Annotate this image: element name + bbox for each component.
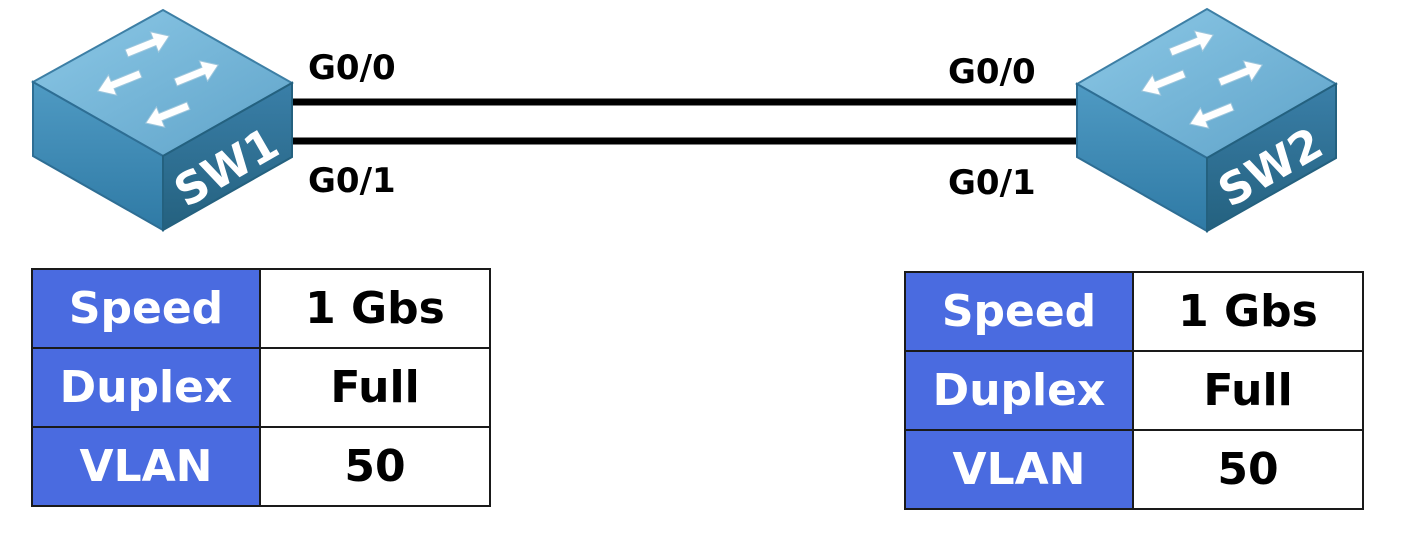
duplex-key-cell: Duplex [31,347,261,428]
duplex-value-cell: Full [259,347,491,428]
vlan-key-cell: VLAN [31,426,261,507]
vlan-value-cell: 50 [259,426,491,507]
sw1-port-g0-0-label: G0/0 [308,48,396,88]
vlan-value-cell: 50 [1132,429,1364,510]
duplex-value-cell: Full [1132,350,1364,431]
table-row: Duplex Full [904,350,1364,431]
switch-sw1-icon: SW1 [30,8,295,232]
speed-key-cell: Speed [31,268,261,349]
sw2-port-g0-1-label: G0/1 [948,163,1036,203]
duplex-key-cell: Duplex [904,350,1134,431]
sw2-properties-table: Speed 1 Gbs Duplex Full VLAN 50 [904,271,1364,510]
table-row: Duplex Full [31,347,491,428]
sw2-port-g0-0-label: G0/0 [948,52,1036,92]
switch-sw2-icon: SW2 [1074,7,1338,233]
speed-value-cell: 1 Gbs [1132,271,1364,352]
table-row: VLAN 50 [31,426,491,507]
speed-value-cell: 1 Gbs [259,268,491,349]
table-row: Speed 1 Gbs [904,271,1364,352]
table-row: Speed 1 Gbs [31,268,491,349]
sw1-port-g0-1-label: G0/1 [308,161,396,201]
table-row: VLAN 50 [904,429,1364,510]
sw1-properties-table: Speed 1 Gbs Duplex Full VLAN 50 [31,268,491,507]
vlan-key-cell: VLAN [904,429,1134,510]
speed-key-cell: Speed [904,271,1134,352]
